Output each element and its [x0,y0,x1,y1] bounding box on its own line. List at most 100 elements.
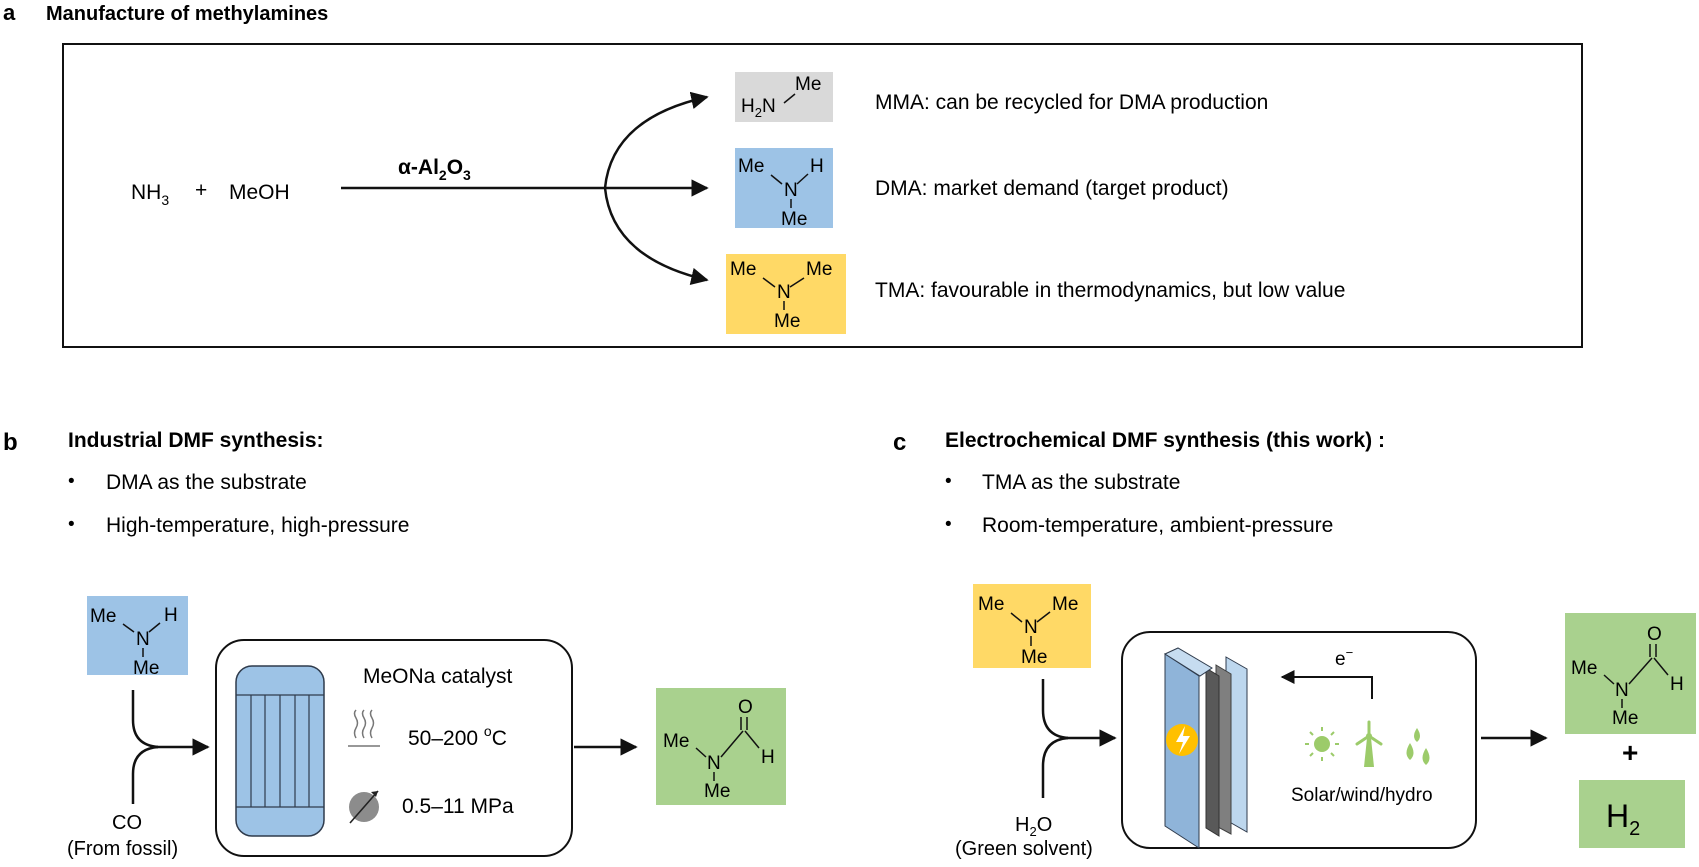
panel-b-bullet-2-dot: • [68,514,75,535]
panel-a: a Manufacture of methylamines NH3 + MeOH… [3,0,1583,348]
c-dmf-bond-1 [1603,674,1615,685]
b-co: CO [112,812,142,834]
catalyst-label: α-Al2O3 [398,156,471,183]
panel-a-frame [62,43,1583,348]
reactant-plus: + [195,179,207,202]
tma-bond-1 [762,277,776,288]
reactor-tubes [236,694,324,808]
c-tma-bond-2 [1036,611,1051,623]
tma-bond-2 [789,277,805,288]
c-feed-lines [1041,679,1117,798]
panel-b-bullet-1: DMA as the substrate [106,471,307,494]
b-temperature: 50–200 oC [408,723,507,750]
dma-me2: Me [781,209,807,230]
sun-icon [1305,727,1339,761]
c-plus: + [1622,737,1638,768]
c-tma-me2: Me [1052,594,1078,615]
tma-structure: Me N Me Me [726,254,846,334]
dma-description: DMA: market demand (target product) [875,177,1229,200]
c-tma-me3: Me [1021,647,1047,668]
mma-box [735,72,833,122]
heat-icon [348,709,380,747]
panel-c-title: Electrochemical DMF synthesis (this work… [945,429,1385,452]
b-dma-box [87,596,188,675]
tma-me3: Me [774,311,800,332]
panel-a-letter: a [3,0,16,25]
dma-box [735,148,833,228]
c-dmf-me2: Me [1612,708,1638,729]
tma-box [726,254,846,334]
electrolyzer-icon [1163,647,1248,849]
b-catalyst-label: MeONa catalyst [363,665,513,688]
panel-a-title: Manufacture of methylamines [46,3,328,25]
panel-c-bullet-2-dot: • [945,514,952,535]
dma-bond-1 [770,174,783,185]
c-feed-bottom [1041,736,1069,798]
panel-b: b Industrial DMF synthesis: • DMA as the… [3,429,786,860]
b-dmf-n: N [707,753,721,774]
b-feed-bottom [131,745,159,804]
c-dmf-bond-3 [1653,657,1669,676]
c-dmf-bond-2 [1628,657,1653,685]
b-dmf-bond-1 [695,747,707,758]
b-dma-me1: Me [90,606,116,627]
c-energy: Solar/wind/hydro [1291,785,1433,806]
b-dmf-structure: O Me N H Me [656,688,786,805]
lightning-bolt [1176,726,1190,754]
reactor-icon [235,665,325,837]
c-h2-box [1579,780,1685,848]
panel-b-bullet-2: High-temperature, high-pressure [106,514,409,537]
c-tma-bond-1 [1010,612,1023,623]
c-tma-n: N [1024,617,1038,638]
electrolyzer-plate-front-face [1163,647,1213,677]
tma-me2: Me [806,259,832,280]
b-pressure: 0.5–11 MPa [402,795,514,818]
b-dmf-me1: Me [663,731,689,752]
tma-me1: Me [730,259,756,280]
c-dmf-o: O [1647,624,1662,645]
arrow-to-mma [603,91,709,189]
pressure-gauge-icon [349,790,379,824]
arrow-to-tma [603,187,709,285]
c-tma-me1: Me [978,594,1004,615]
reactant-nh3: NH3 [131,181,169,208]
c-dmf-structure: O Me N H Me [1565,613,1696,734]
b-dmf-h: H [761,747,775,768]
panel-b-title: Industrial DMF synthesis: [68,429,324,452]
panel-b-letter: b [3,429,18,456]
mma-h2n: H2N [741,96,776,120]
c-dmf-me1: Me [1571,658,1597,679]
b-dma-structure: Me N H Me [87,596,188,679]
mma-structure: H2N Me [735,72,833,122]
c-water: H2O [1015,814,1052,839]
panel-c-letter: c [893,429,906,456]
panel-c-bullet-2: Room-temperature, ambient-pressure [982,514,1333,537]
b-dmf-box [656,688,786,805]
electron-flow [1280,670,1373,699]
electrolyzer-membrane-2 [1205,667,1220,837]
mma-description: MMA: can be recycled for DMA production [875,91,1268,114]
water-drops-icon [1406,728,1430,765]
dma-h: H [810,156,824,177]
b-dmf-me2: Me [704,781,730,802]
panel-c-bullet-1: TMA as the substrate [982,471,1180,494]
b-dmf-bond-2 [720,730,744,758]
reactants: NH3 + MeOH [131,179,290,208]
tma-description: TMA: favourable in thermodynamics, but l… [875,279,1345,302]
c-tma-structure: Me N Me Me [973,584,1091,668]
branching-arrows [341,91,709,285]
dma-bond-2 [796,173,809,185]
b-co-source: (From fossil) [67,838,178,860]
wind-turbine-icon [1355,720,1383,767]
tma-n: N [777,282,791,303]
b-dmf-o: O [738,697,753,718]
b-dma-bond-2 [148,622,161,633]
b-feed-lines [131,690,210,804]
panel-c: c Electrochemical DMF synthesis (this wo… [893,429,1696,860]
b-dma-bond-1 [122,623,135,633]
b-dma-me2: Me [133,658,159,679]
b-dmf-bond-3 [744,730,760,749]
panel-c-bullet-1-dot: • [945,471,952,492]
dma-n: N [784,180,798,201]
b-dma-h: H [164,605,178,626]
